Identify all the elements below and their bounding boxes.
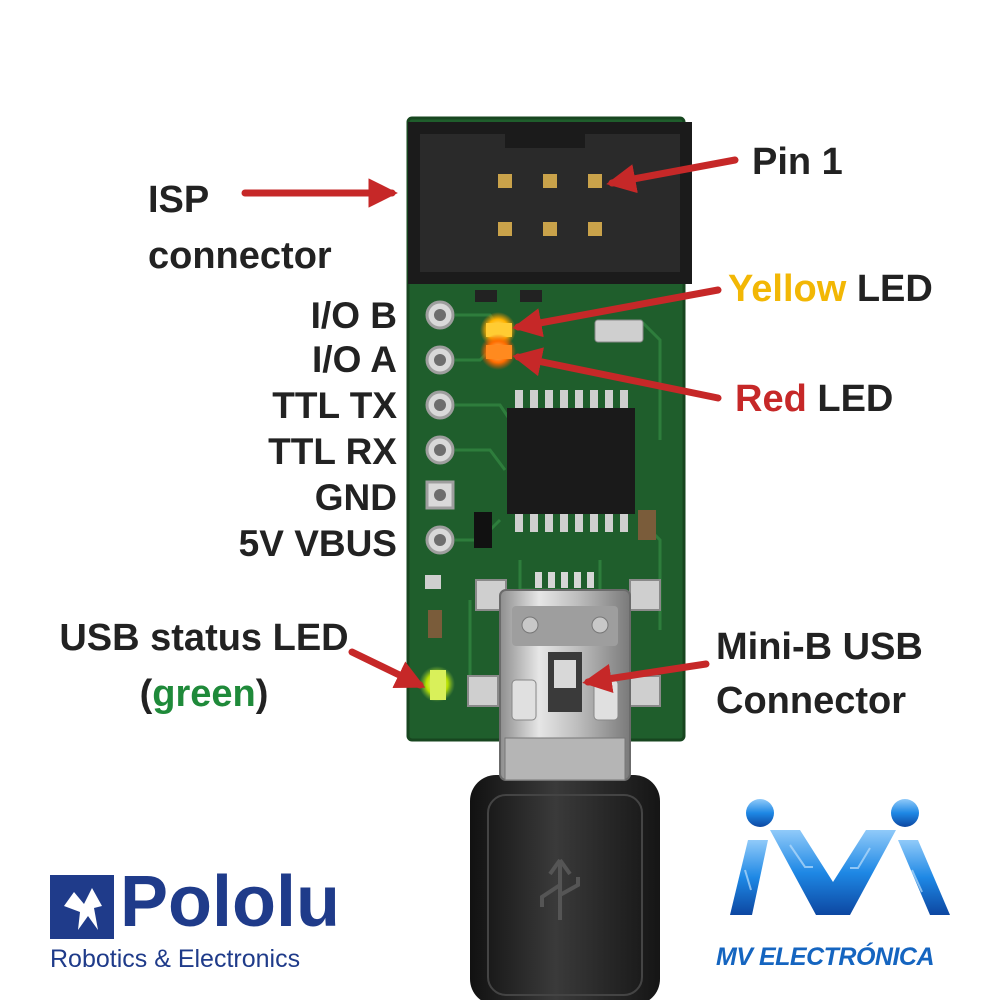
mini-usb-line2: Connector [716, 680, 906, 722]
red-word: Red [735, 378, 807, 420]
usb-status-line1: USB status LED [59, 617, 349, 659]
pin1-arrow [606, 156, 739, 194]
red-led-rest: LED [806, 378, 894, 420]
header-pads [425, 300, 455, 555]
pin-label-ttl-rx: TTL RX [268, 431, 397, 472]
pin-label-io-a: I/O A [312, 339, 397, 380]
usb-status-label: USB status LED (green) [28, 610, 380, 722]
pololu-wordmark: Pololu [120, 862, 340, 942]
callout-arrows [241, 156, 739, 693]
mini-usb-label: Mini-B USB Connector [716, 620, 923, 728]
mv-logo-mark [730, 799, 950, 915]
yellow-led-rest: LED [846, 268, 933, 310]
usb-status-line2: (green) [28, 666, 380, 722]
isp-label: ISP connector [148, 172, 332, 284]
pin-label-ttl-tx: TTL TX [272, 385, 397, 426]
isp-label-line2: connector [148, 235, 332, 277]
pin-label-gnd: GND [314, 477, 397, 518]
pololu-logo-mark [50, 875, 114, 939]
isp-connector [408, 122, 692, 284]
red-led-arrow [512, 347, 722, 402]
pololu-tagline: Robotics & Electronics [50, 945, 301, 973]
green-led [419, 666, 455, 702]
red-led-label: Red LED [735, 378, 893, 420]
mv-tagline: MV ELECTRÓNICA [716, 943, 935, 971]
usb-cable-plug [470, 775, 660, 1000]
smd-components [425, 290, 656, 638]
yellow-word: Yellow [728, 268, 847, 310]
pin-label-5v-vbus: 5V VBUS [238, 523, 397, 564]
mini-usb-connector [467, 572, 661, 781]
main-ic [507, 390, 635, 532]
mini-usb-line1: Mini-B USB [716, 626, 923, 668]
usb-status-close: ) [255, 673, 269, 715]
mini-usb-arrow [582, 660, 710, 693]
pin1-label: Pin 1 [752, 141, 843, 183]
usb-status-arrow [348, 648, 426, 689]
pin-label-io-b: I/O B [310, 295, 397, 336]
yellow-led-arrow [512, 286, 722, 338]
isp-label-line1: ISP [148, 179, 210, 221]
red-led [480, 334, 516, 370]
yellow-led-label: Yellow LED [728, 268, 933, 310]
usb-status-open: ( [139, 673, 153, 715]
usb-status-green: green [152, 673, 256, 715]
